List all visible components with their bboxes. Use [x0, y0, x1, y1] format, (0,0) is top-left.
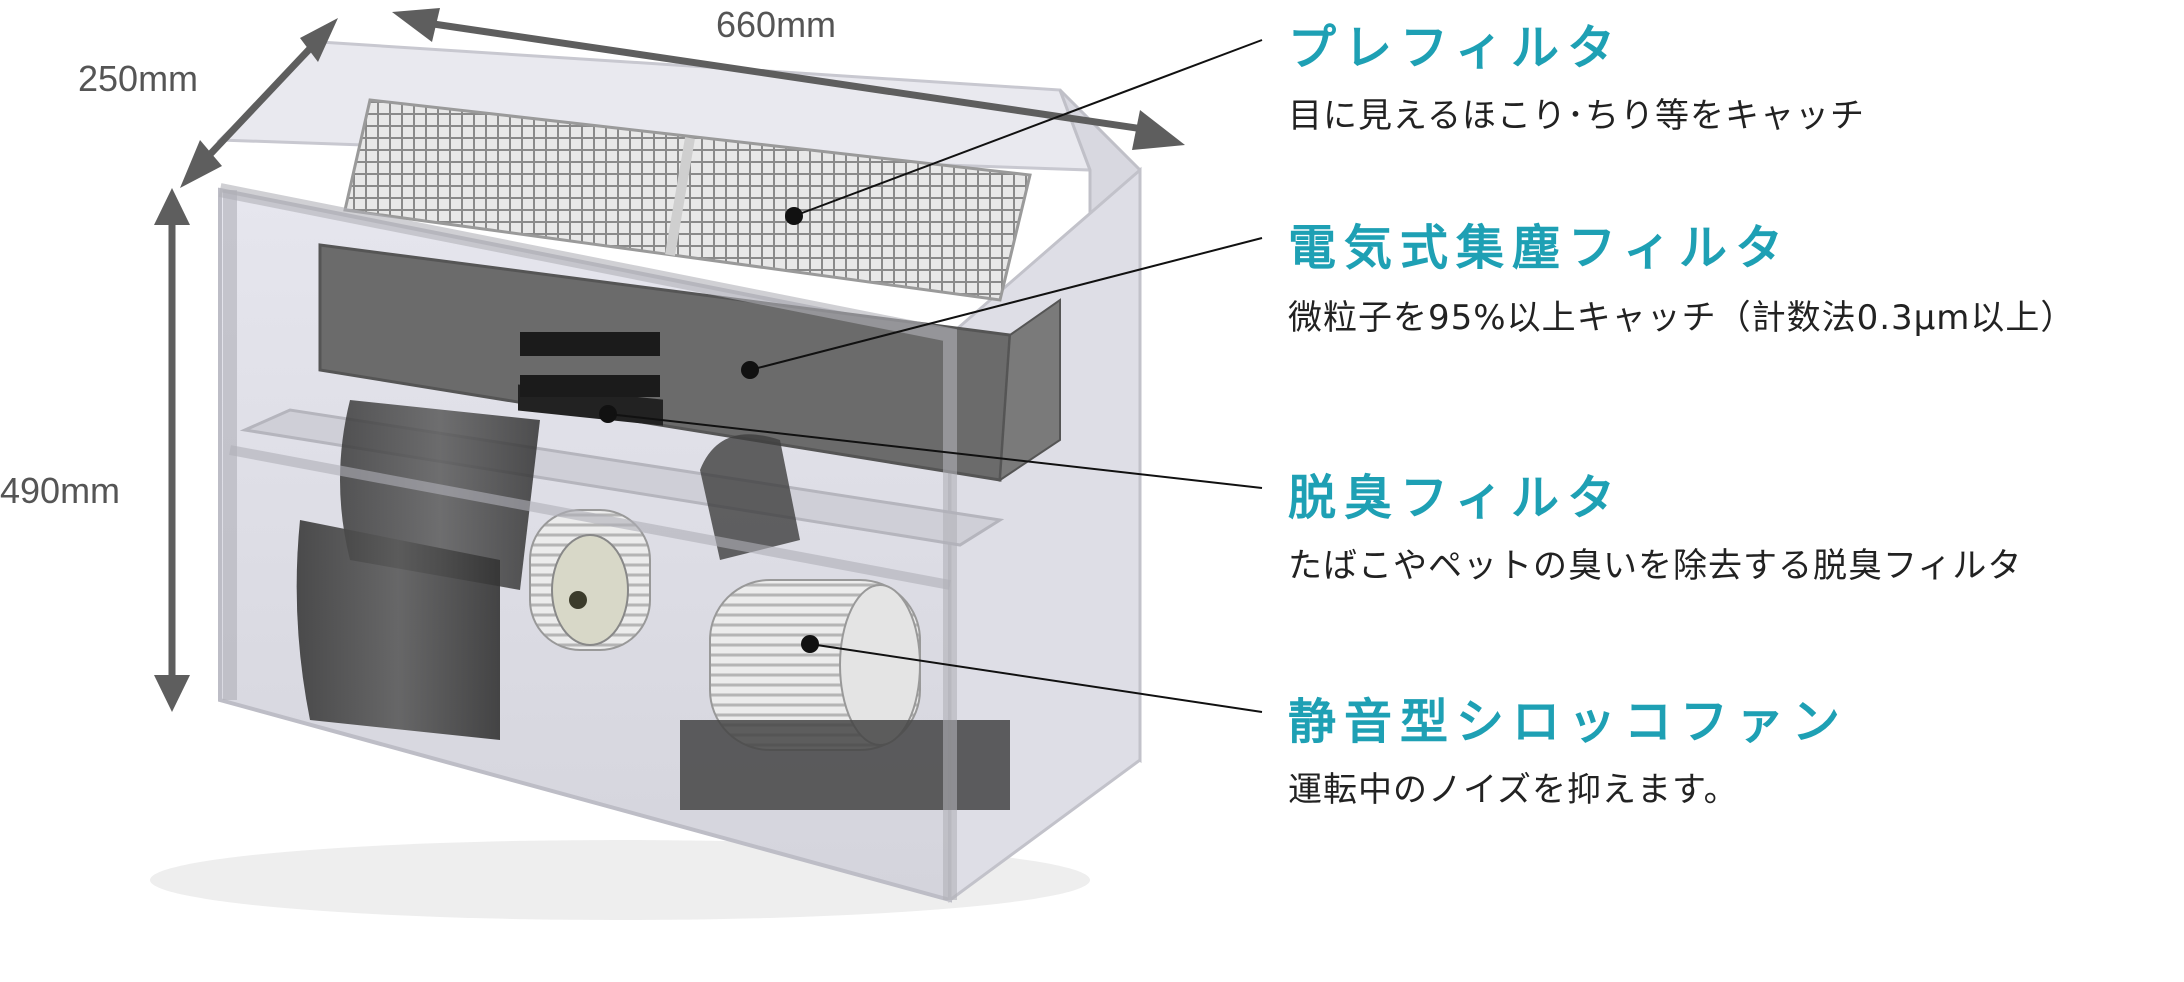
- prefilter-marker: [785, 207, 803, 225]
- height-dimension-label: 490mm: [0, 470, 121, 511]
- fan-description: 運転中のノイズを抑えます。: [1288, 770, 1739, 810]
- leader-lines: [599, 39, 1263, 713]
- electrostatic-filter-description: 微粒子を95%以上キャッチ（計数法0.3μm以上）: [1288, 298, 2076, 338]
- width-dimension-label: 660mm: [716, 4, 837, 45]
- depth-dimension-label: 250mm: [78, 58, 199, 99]
- electrostatic-filter-marker: [741, 361, 759, 379]
- fan-marker: [801, 635, 819, 653]
- deodorizing-filter-title: 脱臭フィルタ: [1288, 470, 1624, 526]
- sirocco-fan: [296, 400, 1010, 810]
- prefilter: [343, 98, 1032, 302]
- electrostatic-filter-title: 電気式集塵フィルタ: [1288, 220, 1792, 276]
- deodorizing-filter: [520, 375, 660, 397]
- prefilter-description: 目に見えるほこり･ちり等をキャッチ: [1288, 96, 1865, 136]
- prefilter-title: プレフィルタ: [1288, 20, 1624, 76]
- fan-title: 静音型シロッコファン: [1288, 694, 1849, 750]
- dimension-arrows: [154, 8, 1185, 712]
- deodorizing-filter-description: たばこやペットの臭いを除去する脱臭フィルタ: [1288, 546, 2023, 586]
- deodorizing-filter-marker: [599, 405, 617, 423]
